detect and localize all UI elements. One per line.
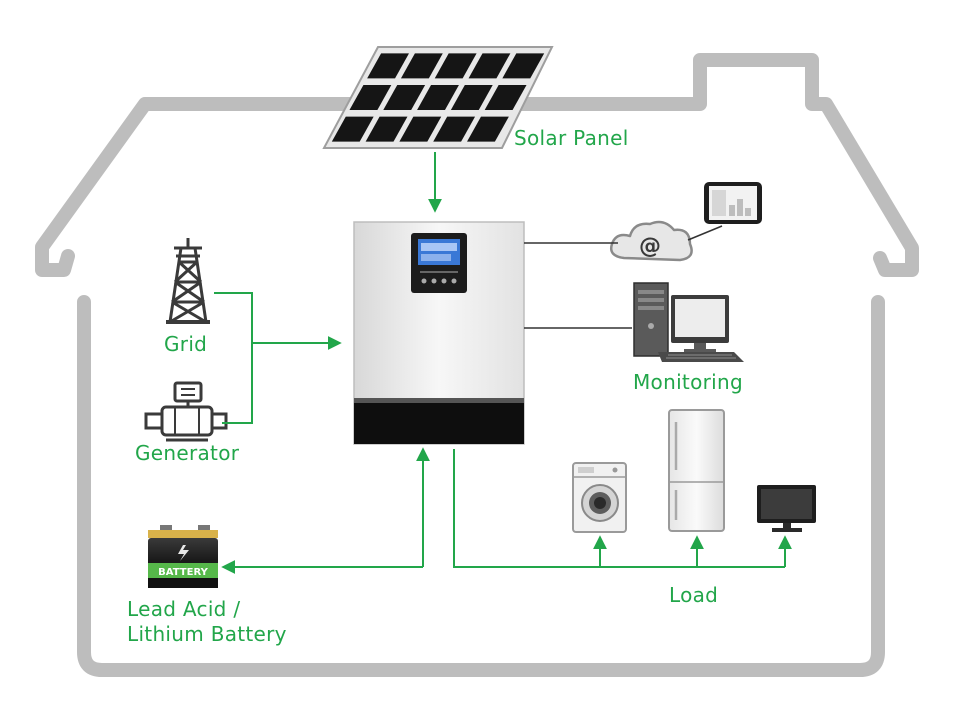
- cloud-at-symbol: @: [639, 234, 661, 259]
- solar-cell: [434, 53, 477, 79]
- solar-panel-icon: [322, 46, 554, 149]
- lcd-display: [418, 239, 460, 265]
- battery-label-line1: Lead Acid /: [127, 597, 241, 621]
- hybrid-inverter: [353, 221, 525, 445]
- solar-cell: [400, 53, 443, 79]
- monitoring-label: Monitoring: [633, 370, 743, 394]
- solar-panel-label: Solar Panel: [514, 126, 629, 150]
- solar-cell: [468, 53, 511, 79]
- battery-badge-label: BATTERY: [158, 567, 208, 578]
- tablet-icon: [704, 182, 762, 224]
- solar-cell: [484, 84, 527, 111]
- refrigerator-icon: [668, 409, 725, 532]
- cloud-icon: @: [610, 220, 693, 262]
- solar-cell: [417, 84, 459, 111]
- battery-icon: BATTERY: [148, 525, 218, 588]
- solar-cell: [467, 116, 509, 142]
- load-bus: [453, 449, 785, 568]
- generator-label: Generator: [135, 441, 240, 465]
- generator-icon: [144, 381, 228, 442]
- grid-label: Grid: [164, 332, 208, 356]
- solar-cell: [450, 84, 493, 111]
- battery-label-line2: Lithium Battery: [127, 622, 287, 646]
- solar-cell: [399, 116, 442, 142]
- solar-cell: [331, 116, 374, 142]
- connection-lines: [214, 152, 792, 574]
- solar-cell: [367, 53, 409, 79]
- solar-cell: [365, 116, 408, 142]
- desktop-computer-icon: [633, 282, 744, 362]
- load-label: Load: [669, 583, 719, 607]
- transmission-tower-icon: [166, 238, 210, 324]
- solar-cell: [349, 84, 392, 111]
- solar-cell: [383, 84, 426, 111]
- monitoring-links: [524, 225, 723, 329]
- television-icon: [757, 485, 816, 532]
- grid-generator-bus: [214, 292, 253, 424]
- solar-cell: [433, 116, 476, 142]
- solar-cell: [502, 53, 545, 79]
- house-outline: [35, 53, 919, 677]
- washing-machine-icon: [572, 462, 627, 533]
